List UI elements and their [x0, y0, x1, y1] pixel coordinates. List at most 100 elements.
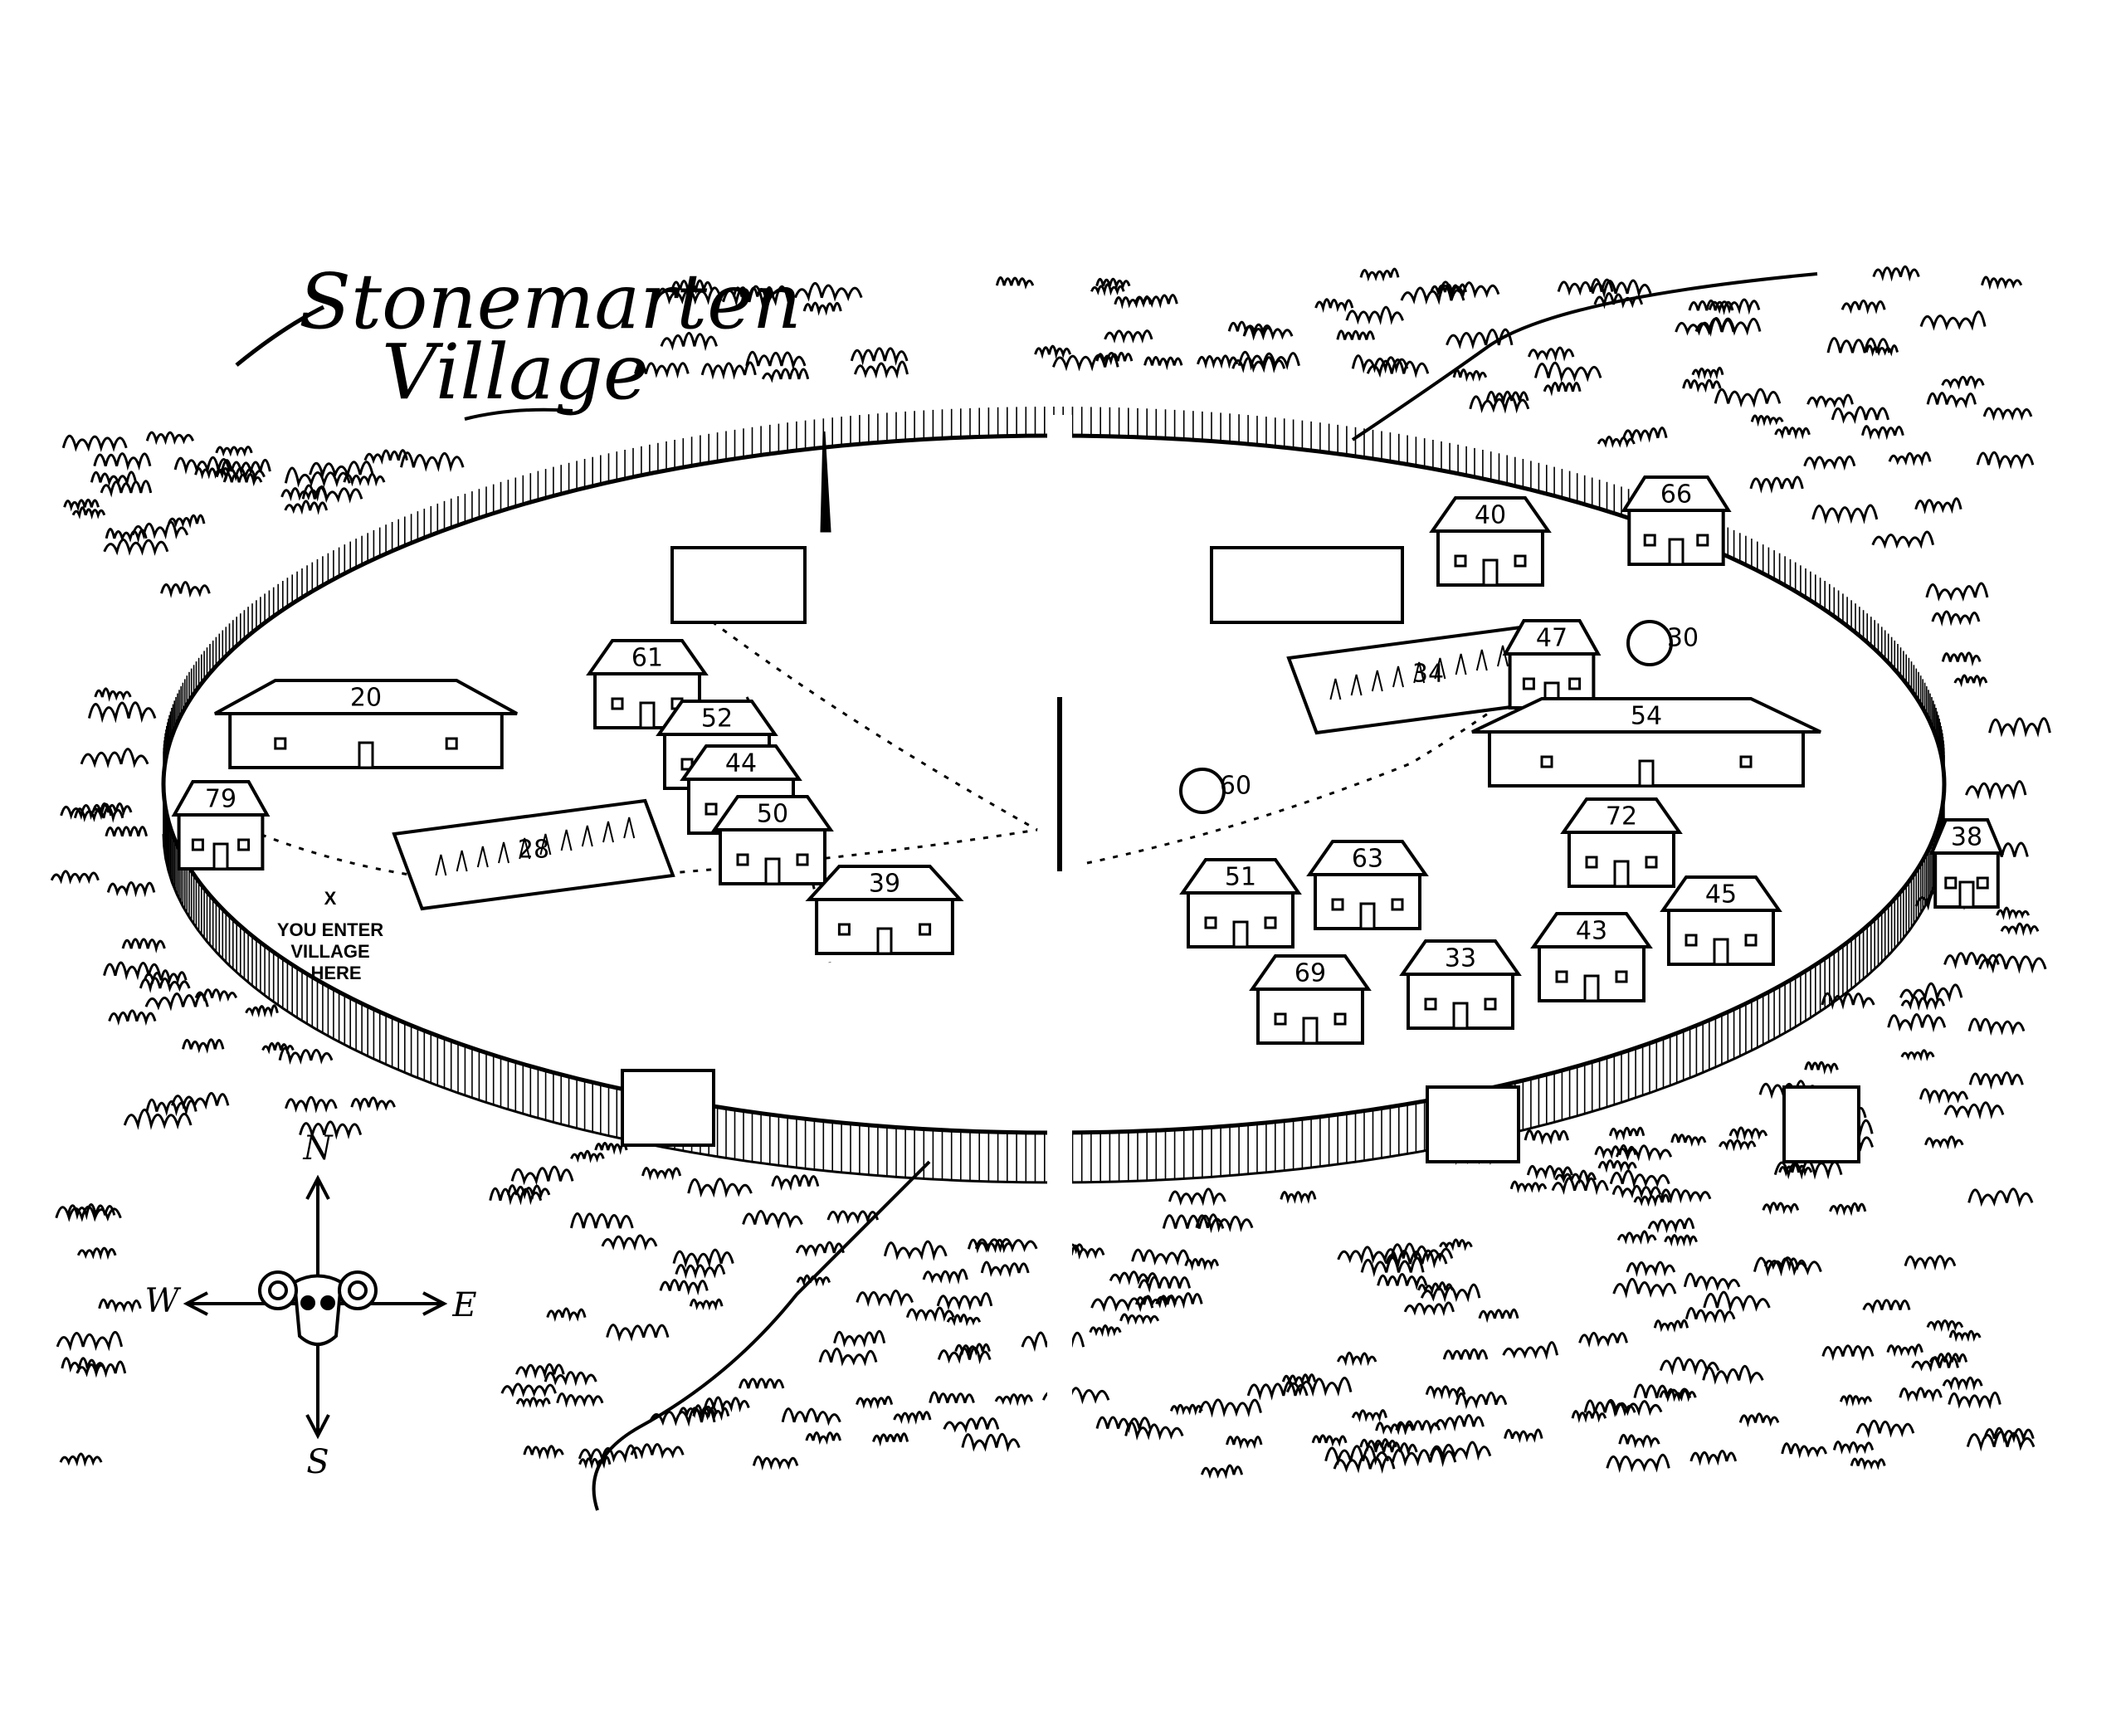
tree-canopy [1774, 426, 1811, 440]
tree-canopy [1615, 1144, 1673, 1162]
tree-canopy [1509, 1180, 1548, 1193]
south-gatehouse [621, 1069, 715, 1147]
tree-canopy [63, 498, 100, 512]
abbey [1210, 546, 1404, 624]
tree-canopy [700, 361, 757, 380]
tree-canopy [61, 434, 128, 452]
tree-canopy [1926, 392, 1977, 409]
tree-canopy [1919, 310, 1987, 331]
tree-canopy [1841, 299, 1886, 315]
tree-canopy [1227, 320, 1273, 336]
tree-canopy [659, 1279, 709, 1296]
tree-canopy [1351, 354, 1409, 374]
entrance-note: X YOU ENTER VILLAGE HERE [277, 888, 383, 983]
tree-canopy [1533, 361, 1602, 383]
tree-canopy [1749, 475, 1804, 494]
tree-canopy [1155, 1292, 1203, 1309]
location-number: 34 [1412, 660, 1444, 689]
tree-canopy [343, 472, 386, 487]
page-fold-gap [1047, 415, 1072, 1577]
tree-canopy [689, 1298, 724, 1311]
tree-canopy [1926, 1319, 1964, 1333]
tree-canopy [160, 581, 211, 598]
tree-canopy [1526, 1164, 1573, 1180]
compass-east: E [451, 1286, 476, 1324]
entrance-mark: X [324, 888, 337, 909]
tree-canopy [1395, 1420, 1441, 1436]
tree-canopy [675, 1263, 726, 1280]
tree-canopy [1543, 382, 1582, 397]
tree-canopy [1691, 366, 1724, 380]
tree-canopy [578, 1456, 612, 1470]
tree-canopy [761, 367, 810, 383]
location-number: 60 [1220, 772, 1251, 801]
tree-canopy [1953, 674, 1988, 688]
tree-canopy [1184, 1257, 1220, 1271]
tree-canopy [2000, 922, 2040, 937]
tree-canopy [893, 1411, 932, 1425]
tree-canopy [1714, 388, 1782, 408]
tree-canopy [601, 1234, 658, 1251]
house-door [639, 701, 656, 729]
tree-canopy [1618, 1433, 1660, 1449]
location-number: 61 [631, 644, 663, 673]
tree-canopy [1622, 426, 1668, 443]
tree-canopy [1162, 1214, 1225, 1234]
tree-canopy [350, 1096, 396, 1112]
tree-canopy [1434, 1414, 1485, 1432]
tree-canopy [954, 1343, 991, 1356]
house-door [1668, 538, 1685, 566]
tree-canopy [922, 1268, 968, 1285]
tree-canopy [1504, 1428, 1543, 1444]
tree-canopy [1609, 1169, 1670, 1189]
tree-canopy [738, 1378, 785, 1393]
tree-canopy [1337, 1246, 1398, 1265]
tree-canopy [167, 514, 206, 529]
tree-canopy [556, 1392, 604, 1408]
tree-canopy [1832, 1440, 1875, 1455]
tree-canopy [1753, 1256, 1822, 1277]
tree-canopy [56, 1330, 124, 1352]
tree-canopy [1143, 355, 1183, 371]
tree-canopy [1804, 1061, 1839, 1075]
tree-canopy [1948, 1329, 1982, 1343]
tree-canopy [802, 301, 842, 316]
location-number: 40 [1475, 501, 1506, 530]
stream [592, 1160, 931, 1511]
tree-canopy [544, 1371, 597, 1387]
house-door [1613, 860, 1630, 888]
tree-canopy [1653, 1319, 1689, 1333]
tree-canopy [795, 1241, 845, 1257]
tree-canopy [1571, 1410, 1607, 1423]
tree-canopy [1095, 277, 1131, 291]
house-door [764, 857, 781, 885]
tree-canopy [1420, 1283, 1481, 1303]
tree-canopy [121, 938, 166, 953]
church [670, 546, 807, 624]
tree-canopy [76, 1360, 127, 1378]
tree-canopy [1198, 1398, 1262, 1418]
tree-canopy [853, 360, 909, 379]
tree-canopy [1195, 1213, 1254, 1233]
tree-canopy [523, 1445, 564, 1460]
tree-canopy [1703, 1290, 1771, 1313]
tree-canopy [1403, 1301, 1455, 1317]
tree-canopy [145, 431, 194, 446]
tree-canopy [1311, 1434, 1348, 1447]
tree-canopy [1633, 1193, 1670, 1207]
tree-canopy [943, 1417, 1000, 1434]
tree-canopy [1871, 530, 1935, 549]
tree-canopy [1919, 1088, 1969, 1105]
tree-canopy [1762, 1202, 1800, 1216]
tree-canopy [90, 471, 138, 487]
tree-canopy [1911, 1356, 1959, 1373]
ram-skull-icon [258, 1270, 378, 1346]
entrance-note-line-1: YOU ENTER [277, 919, 383, 940]
tree-canopy [1200, 1464, 1244, 1480]
tree-canopy [1124, 1421, 1184, 1441]
house-door [1482, 558, 1499, 587]
tree-canopy [704, 1396, 750, 1413]
tree-canopy [1324, 1445, 1390, 1466]
location-number: 66 [1660, 480, 1692, 510]
